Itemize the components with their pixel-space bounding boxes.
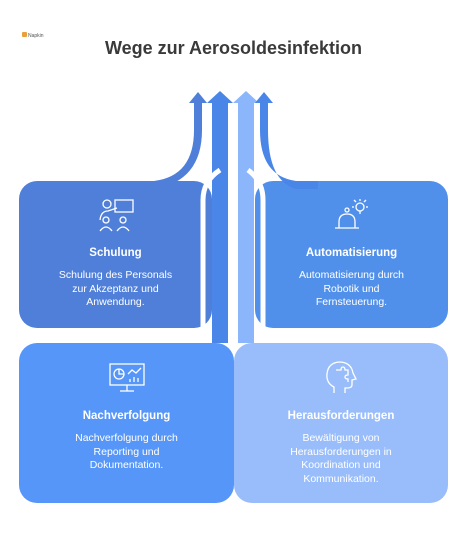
card-schulung: Schulung Schulung des Personals zur Akze… — [19, 181, 212, 328]
monitor-chart-icon — [108, 363, 145, 392]
card-text-nachverfolgung: Nachverfolgung durch Reporting und Dokum… — [75, 432, 178, 471]
card-heading-herausforderungen: Herausforderungen — [287, 410, 395, 422]
card-bg-schulung — [19, 181, 212, 328]
arrow-automatisierung — [255, 92, 318, 189]
logo-text: Napkin — [28, 33, 44, 39]
arrow-herausforderungen — [233, 91, 259, 343]
card-bg-automatisierung — [255, 181, 448, 328]
card-bg-nachverfolgung — [19, 343, 234, 503]
card-nachverfolgung: Nachverfolgung Nachverfolgung durch Repo… — [19, 343, 234, 503]
card-text-herausforderungen: Bewältigung von Herausforderungen in Koo… — [290, 432, 392, 485]
page-title: Wege zur Aerosoldesinfektion — [104, 38, 363, 58]
card-automatisierung: Automatisierung Automatisierung durch Ro… — [255, 181, 448, 328]
arrow-schulung — [130, 92, 207, 189]
card-text-schulung: Schulung des Personals zur Akzeptanz und… — [58, 269, 173, 308]
training-presentation-icon — [98, 199, 134, 232]
napkin-logo: Napkin — [22, 32, 44, 39]
card-herausforderungen: Herausforderungen Bewältigung von Heraus… — [234, 343, 448, 503]
card-heading-nachverfolgung: Nachverfolgung — [82, 410, 171, 422]
card-bg-herausforderungen — [234, 343, 448, 503]
card-heading-automatisierung: Automatisierung — [305, 247, 398, 259]
arrow-nachverfolgung — [207, 91, 233, 343]
card-text-automatisierung: Automatisierung durch Robotik und Fernst… — [298, 269, 405, 308]
robot-lightbulb-icon — [334, 199, 368, 229]
head-puzzle-icon — [326, 361, 357, 393]
card-heading-schulung: Schulung — [89, 247, 142, 259]
